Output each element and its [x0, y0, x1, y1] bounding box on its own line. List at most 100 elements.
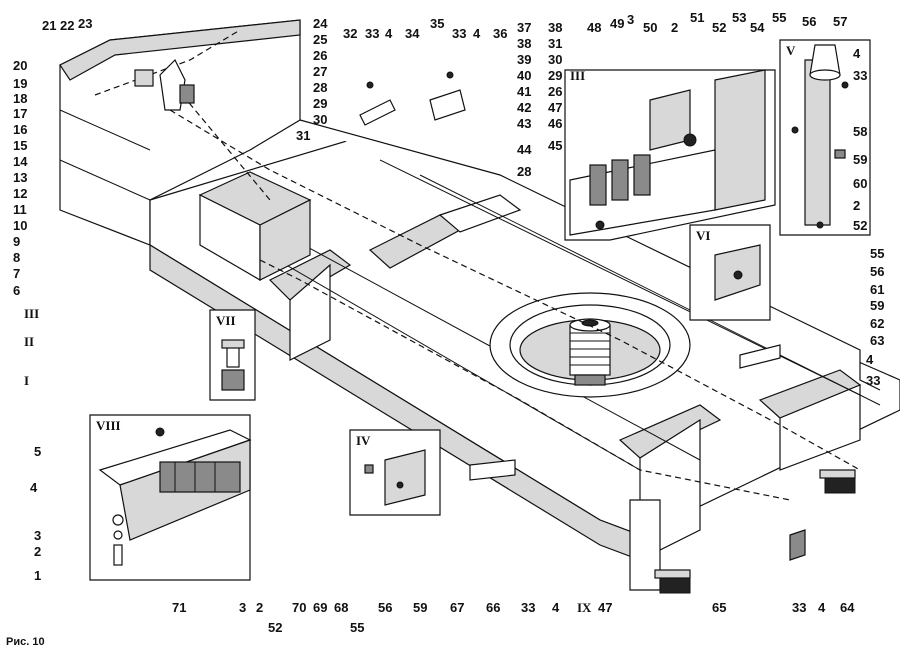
callout-top_right_row-1: 49 — [610, 16, 624, 31]
callout-right_col-0: 55 — [870, 246, 884, 261]
callout-left_column-8: 12 — [13, 186, 27, 201]
callout-right_col-5: 63 — [870, 333, 884, 348]
callout-top_col3-3: 29 — [548, 68, 562, 83]
callout-top_mid_col1-1: 25 — [313, 32, 327, 47]
callout-inset_v_labels-4: 33 — [853, 68, 867, 83]
callout-right_col-1: 56 — [870, 264, 884, 279]
callout-top_row-5: 33 — [452, 26, 466, 41]
callout-top_col2-2: 39 — [517, 52, 531, 67]
callout-left_column-12: 8 — [13, 250, 20, 265]
callout-bottom_row-14: 33 — [792, 600, 806, 615]
callout-bottom_row-2: 70 — [292, 600, 306, 615]
top-left-plate — [134, 58, 195, 111]
callout-top_mid_col1-7: 31 — [296, 128, 310, 143]
inset-iii-label: III — [570, 68, 585, 83]
callout-bottom_row-0: 3 — [239, 600, 246, 615]
callout-top_row-4: 35 — [430, 16, 444, 31]
callout-top_col3-7: 45 — [548, 138, 562, 153]
inset-vi-bracket: VI — [689, 224, 771, 321]
callout-top_row-3: 34 — [405, 26, 420, 41]
figure-caption: Рис. 10 — [6, 636, 45, 648]
callout-inset_v_labels-6: 59 — [853, 152, 867, 167]
callout-top_col2-4: 41 — [517, 84, 531, 99]
callout-inset_v_labels-1: 56 — [802, 14, 816, 29]
callout-left_column-1: 19 — [13, 76, 27, 91]
inset-iv-plate: IV — [349, 429, 441, 516]
callout-left_column-4: 16 — [13, 122, 27, 137]
callout-bottom_row-7: 67 — [450, 600, 464, 615]
callout-top_right_row-5: 51 — [690, 10, 704, 25]
callout-top_mid_col1-5: 29 — [313, 96, 327, 111]
callout-inset_v_labels-0: 55 — [772, 10, 786, 25]
callout-inset_v_labels-3: 4 — [853, 46, 861, 61]
callout-bottom_row2-1: 55 — [350, 620, 364, 635]
callout-top_right_row-8: 54 — [750, 20, 765, 35]
rear-lamp-right — [819, 469, 856, 494]
callout-left_column-16: II — [24, 334, 34, 349]
callout-bottom_row-6: 59 — [413, 600, 427, 615]
callout-top_col2-1: 38 — [517, 36, 531, 51]
callout-top_col2-7: 44 — [517, 142, 532, 157]
callout-bottom_row-8: 66 — [486, 600, 500, 615]
callout-top_right_row-4: 2 — [671, 20, 678, 35]
callout-right_col-3: 59 — [870, 298, 884, 313]
callout-left_column-0: 20 — [13, 58, 27, 73]
callout-top_col3-1: 31 — [548, 36, 562, 51]
callout-top_right_row-7: 53 — [732, 10, 746, 25]
inset-v-label: V — [786, 43, 796, 58]
callout-left_column-9: 11 — [13, 202, 27, 217]
callout-bottom_row-10: 4 — [552, 600, 560, 615]
bracket-parts — [359, 71, 806, 561]
callout-top_col3-0: 38 — [548, 20, 562, 35]
callout-left_column-17: I — [24, 373, 29, 388]
callout-bottom_row-3: 69 — [313, 600, 327, 615]
inset-vi-label: VI — [696, 228, 710, 243]
callout-bottom_row-9: 33 — [521, 600, 535, 615]
callout-left_column-6: 14 — [13, 154, 28, 169]
callout-right_col-6: 4 — [866, 352, 874, 367]
callout-bottom_row-11: IX — [577, 600, 592, 615]
inset-iii-bracket: III — [564, 68, 776, 241]
callout-top_row-1: 33 — [365, 26, 379, 41]
callout-inset_v_labels-2: 57 — [833, 14, 847, 29]
callout-inset_v_labels-5: 58 — [853, 124, 867, 139]
callout-inset_viii_labels-1: 4 — [30, 480, 38, 495]
callout-top_col3-4: 26 — [548, 84, 562, 99]
callout-left_column-3: 17 — [13, 106, 27, 121]
callout-top_col3-6: 46 — [548, 116, 562, 131]
inset-vii-label: VII — [216, 313, 236, 328]
callout-bottom_row-13: 65 — [712, 600, 726, 615]
callout-inset_v_labels-8: 2 — [853, 198, 860, 213]
battery-box — [198, 171, 312, 282]
callout-top_mid_col1-6: 30 — [313, 112, 327, 127]
callout-bottom_row-16: 64 — [840, 600, 855, 615]
callout-top_row-6: 4 — [473, 26, 481, 41]
callout-inset_viii_labels-4: 1 — [34, 568, 41, 583]
callout-top_col2-8: 28 — [517, 164, 531, 179]
callout-top_mid_col1-3: 27 — [313, 64, 327, 79]
callout-left_column-10: 10 — [13, 218, 27, 233]
callout-top_col2-3: 40 — [517, 68, 531, 83]
callout-inset_v_labels-9: 52 — [853, 218, 867, 233]
callout-left_column-11: 9 — [13, 234, 20, 249]
callout-inset_viii_labels-3: 2 — [34, 544, 41, 559]
callout-left_column-15: III — [24, 306, 39, 321]
callout-right_col-7: 33 — [866, 373, 880, 388]
callout-top_left-2: 23 — [78, 16, 92, 31]
inset-viii-label: VIII — [96, 418, 121, 433]
callout-right_col-4: 62 — [870, 316, 884, 331]
callout-top_left-1: 22 — [60, 18, 74, 33]
callout-inset_viii_labels-0: 5 — [34, 444, 41, 459]
callout-left_column-5: 15 — [13, 138, 27, 153]
rear-lamp-left — [654, 569, 691, 594]
callout-top_col3-5: 47 — [548, 100, 562, 115]
callout-left_column-14: 6 — [13, 283, 20, 298]
callout-top_row-2: 4 — [385, 26, 393, 41]
callout-top_right_row-3: 50 — [643, 20, 657, 35]
callout-left_column-2: 18 — [13, 91, 27, 106]
callout-bottom_row-4: 68 — [334, 600, 348, 615]
callout-bottom_row-1: 2 — [256, 600, 263, 615]
callout-top_col3-2: 30 — [548, 52, 562, 67]
